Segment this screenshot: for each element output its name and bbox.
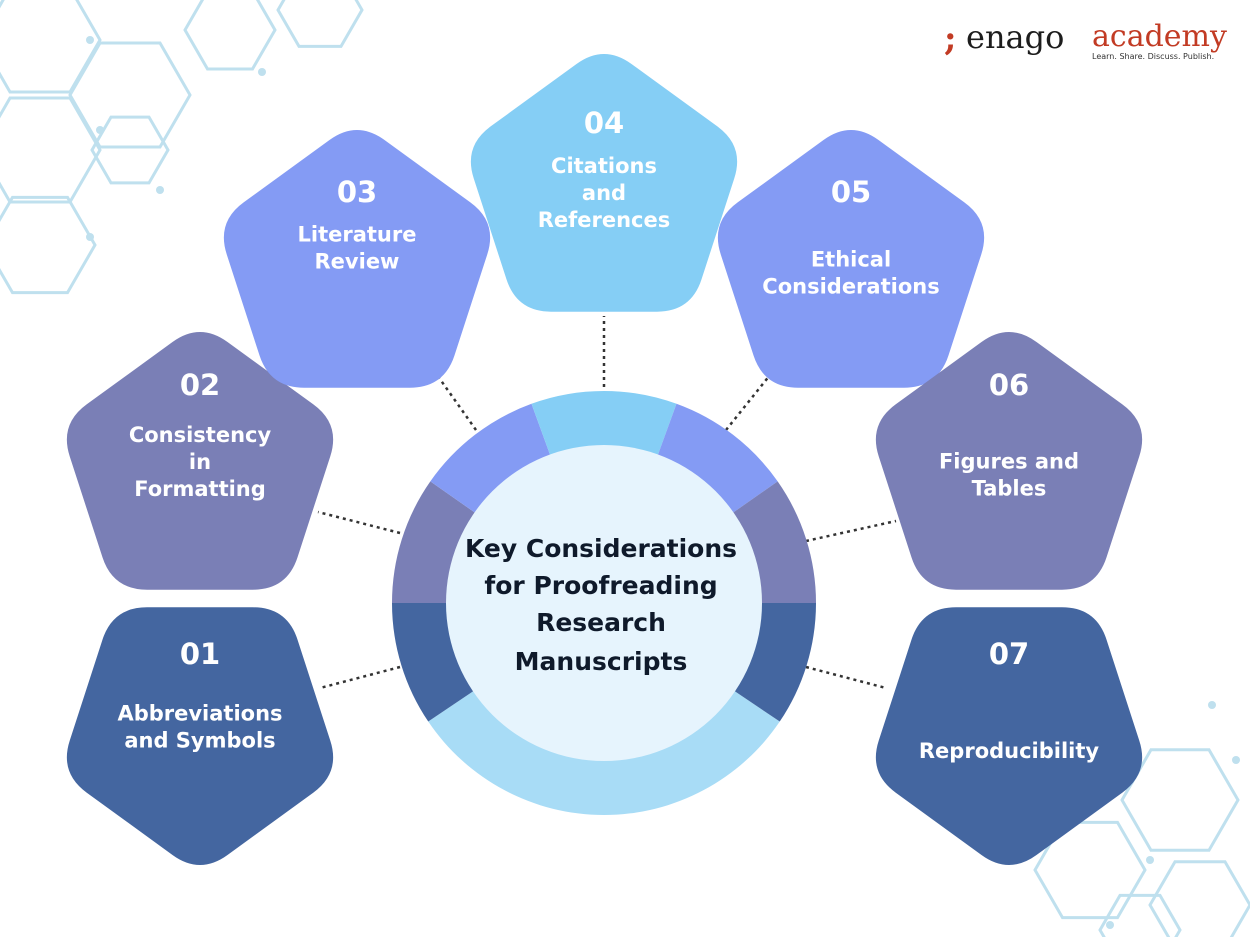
pentagon-shape	[875, 332, 1143, 590]
pentagon-shape	[717, 130, 985, 388]
hexagon-outline	[183, 0, 277, 71]
item-label-line: Formatting	[134, 477, 266, 501]
hexagon-node	[86, 36, 94, 44]
item-label-line: Reproducibility	[919, 739, 1100, 763]
enago-academy-logo: ; enago academy Learn. Share. Discuss. P…	[944, 18, 1244, 66]
pentagon-shape	[470, 54, 738, 312]
ring-segment-06	[731, 481, 816, 603]
connector-line-06	[805, 519, 897, 543]
hexagon-outline	[0, 0, 102, 94]
hexagon-node	[1146, 856, 1154, 864]
item-number: 03	[337, 175, 377, 209]
ring-segment-02	[392, 481, 477, 603]
item-label-line: References	[538, 208, 671, 232]
logo-name-academy: academy	[1092, 19, 1227, 54]
ring-segment-04	[531, 390, 677, 457]
item-label-line: and Symbols	[124, 729, 275, 753]
item-label-line: Citations	[551, 154, 657, 178]
pentagon-shape	[66, 607, 334, 865]
item-number: 01	[180, 637, 220, 671]
hexagon-node	[258, 68, 266, 76]
item-label-line: and	[582, 181, 626, 205]
ring-segment-03	[430, 403, 551, 514]
hexagon-outline	[68, 41, 192, 149]
item-label-line: in	[189, 450, 211, 474]
hexagon-outline	[1120, 748, 1240, 852]
hexagon-node	[1106, 921, 1114, 929]
pentagon-shape	[875, 607, 1143, 865]
hexagon-node	[1232, 756, 1240, 764]
item-label-line: Review	[315, 250, 400, 274]
ring-segment-01	[392, 603, 475, 722]
hexagon-outline	[1098, 893, 1182, 937]
item-label-line: Abbreviations	[117, 702, 282, 726]
center-ring	[392, 390, 816, 816]
pentagon-shape	[223, 130, 491, 388]
hexagon-node	[96, 126, 104, 134]
connector-line-07	[805, 665, 887, 690]
center-title-line-4: Manuscripts	[515, 647, 688, 676]
connector-line-02	[317, 510, 401, 535]
ring-segment-07	[733, 603, 816, 722]
item-number: 05	[831, 175, 871, 209]
logo-tagline: Learn. Share. Discuss. Publish.	[1092, 52, 1215, 61]
hexagon-node	[86, 233, 94, 241]
logo-name-enago: enago	[966, 18, 1065, 56]
hexagon-node	[1208, 701, 1216, 709]
pentagon-shape	[66, 332, 334, 590]
item-label-line: Tables	[972, 477, 1047, 501]
hexagon-node	[156, 186, 164, 194]
item-label-line: Figures and	[939, 450, 1079, 474]
center-circle	[446, 445, 762, 761]
hexagon-outline	[0, 96, 102, 204]
ring-segment-bottom	[428, 690, 780, 816]
item-number: 02	[180, 368, 220, 402]
item-number: 06	[989, 368, 1029, 402]
center-hub: Key Considerations for Proofreading Rese…	[446, 445, 762, 761]
hexagon-outline	[1148, 860, 1250, 937]
item-label-line: Literature	[298, 223, 417, 247]
hexagon-outline	[276, 0, 364, 48]
center-title-line-1: Key Considerations	[465, 534, 737, 563]
hexagon-outline	[1033, 820, 1147, 920]
connector-lines	[317, 316, 897, 690]
item-label-line: Ethical	[811, 248, 891, 272]
logo-mark-icon: ;	[944, 19, 957, 59]
center-title-line-3: Research	[536, 608, 666, 637]
hexagon-outline	[0, 195, 97, 295]
item-number: 07	[989, 637, 1029, 671]
ring-segment-05	[657, 403, 778, 514]
hexagon-outline	[90, 115, 170, 185]
item-number: 04	[584, 106, 624, 140]
item-label-line: Considerations	[762, 275, 939, 299]
item-label-line: Consistency	[129, 423, 272, 447]
center-title-line-2: for Proofreading	[484, 571, 717, 600]
connector-line-01	[319, 665, 401, 690]
